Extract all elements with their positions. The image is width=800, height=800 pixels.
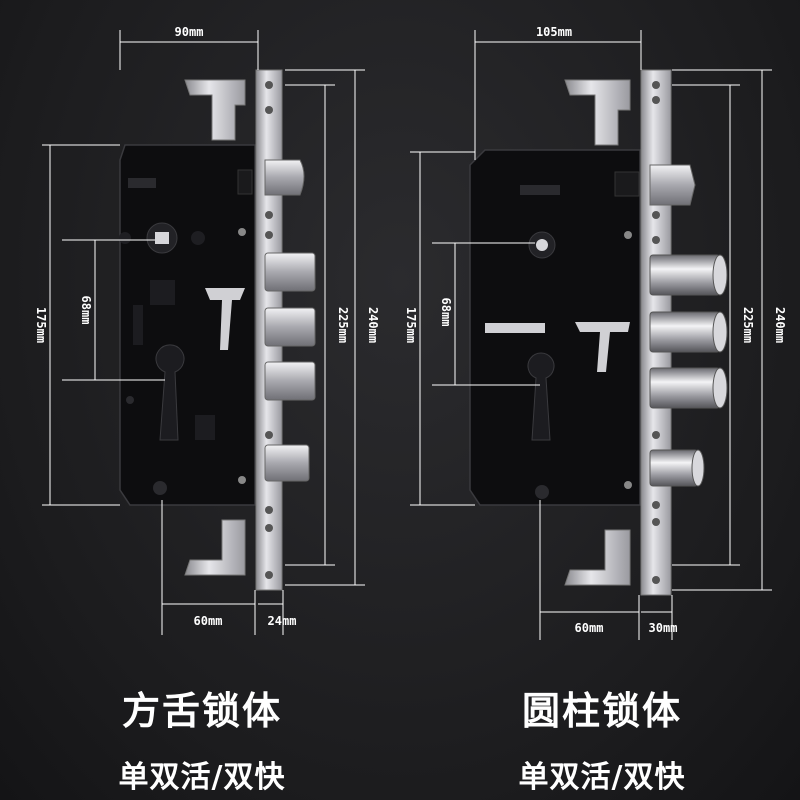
left-lock-body — [119, 69, 316, 591]
right-lock-subtitle: 单双活/双快 — [518, 760, 686, 795]
right-dim-240: 240mm — [773, 307, 787, 343]
left-dim-68: 68mm — [79, 296, 93, 325]
left-dim-225: 225mm — [336, 307, 350, 343]
right-dim-68: 68mm — [439, 298, 453, 327]
left-dim-width-top: 90mm — [175, 25, 204, 39]
left-dimension-lines — [42, 30, 365, 635]
left-dim-faceplate: 24mm — [268, 614, 297, 628]
right-dim-width-top: 105mm — [536, 25, 572, 39]
right-dimension-lines — [410, 30, 772, 640]
right-dim-faceplate: 30mm — [649, 621, 678, 635]
left-dim-backset: 60mm — [194, 614, 223, 628]
left-lock-title: 方舌锁体 — [121, 689, 282, 733]
left-dim-240: 240mm — [366, 307, 380, 343]
left-dim-175: 175mm — [34, 307, 48, 343]
right-lock-body — [469, 69, 728, 596]
right-dim-225: 225mm — [741, 307, 755, 343]
right-dim-backset: 60mm — [575, 621, 604, 635]
right-lock-title: 圆柱锁体 — [521, 689, 682, 733]
left-lock-subtitle: 单双活/双快 — [118, 760, 286, 795]
right-dim-175: 175mm — [404, 307, 418, 343]
